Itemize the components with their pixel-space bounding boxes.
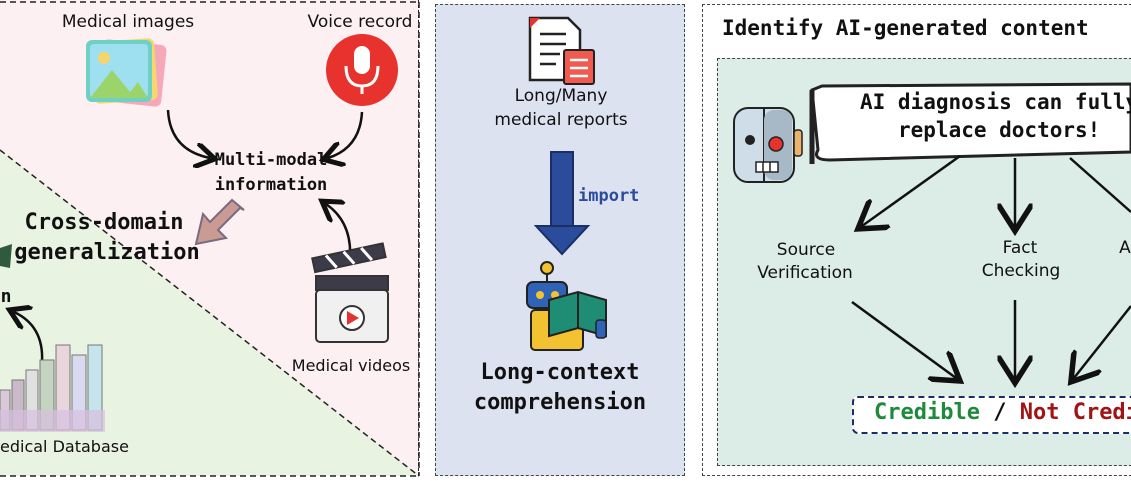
result-box [852,396,1131,434]
result-label: Credible / Not Credi [874,400,1131,425]
comprehension-line2: comprehension [473,390,647,415]
check-fact-line1: Fact [1002,238,1038,258]
multimodal-label-line1: Multi-modal [214,150,328,170]
comprehension-line1: Long-context [480,360,640,385]
multimodal-label-line2: information [214,175,328,195]
result-separator: / [993,400,1007,425]
medical-videos-label: Medical videos [291,356,411,375]
reports-line2: medical reports [494,110,628,130]
cross-domain-line1: Cross-domain [24,210,184,235]
not-credible-label: Not Credi [1019,400,1131,425]
check-source-line2: Verification [757,263,853,283]
medical-images-label: Medical images [61,12,195,32]
reports-line1: Long/Many [514,86,608,106]
check-source-line1: Source [776,240,836,260]
right-panel-title: Identify AI-generated content [722,16,1089,40]
claim-line1: AI diagnosis can fully [860,90,1131,114]
voice-record-label: Voice record [307,12,413,32]
import-label: import [578,186,640,206]
credible-label: Credible [874,400,980,425]
partial-label: n [0,286,12,307]
check-partial-label: A [1119,238,1131,258]
medical-database-label: edical Database [0,437,129,456]
cross-domain-line2: generalization [14,240,200,265]
claim-line2: replace doctors! [898,118,1101,142]
check-fact-line2: Checking [981,261,1061,281]
